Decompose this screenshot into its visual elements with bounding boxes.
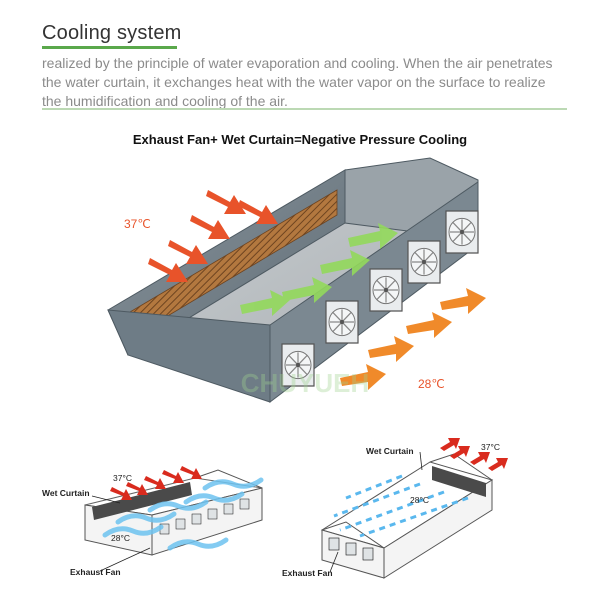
main-greenhouse: CHUYUEH 37℃ 28℃: [107, 157, 486, 404]
left-wet-curtain: [92, 482, 192, 520]
right-label-fan: Exhaust Fan: [282, 568, 333, 578]
cool-air-arrows: [240, 223, 398, 316]
right-greenhouse: Wet Curtain 37°C 28°C Exhaust Fan: [282, 438, 508, 579]
warm-air-arrows: [340, 288, 486, 390]
left-label-fan: Exhaust Fan: [70, 567, 121, 577]
right-temp-in: 37°C: [481, 442, 500, 452]
right-cold-arrows: [333, 474, 469, 538]
title-underline: [42, 46, 177, 49]
main-temp-in: 37℃: [124, 217, 151, 231]
description-text: realized by the principle of water evapo…: [42, 55, 553, 109]
fan-5-icon: [445, 210, 479, 254]
right-hot-arrows: [440, 438, 508, 471]
fan-3-icon: [369, 268, 403, 312]
page-title: Cooling system: [42, 22, 182, 44]
right-wet-curtain: [432, 466, 486, 497]
fan-4-icon: [407, 240, 441, 284]
left-temp-in: 37°C: [113, 473, 132, 483]
left-hot-arrows: [110, 466, 202, 500]
main-temp-out: 28℃: [418, 377, 445, 391]
hot-air-arrows: [148, 190, 278, 282]
fan-2-icon: [325, 300, 359, 344]
watermark-text: CHUYUEH: [241, 368, 370, 398]
main-diagram-heading: Exhaust Fan+ Wet Curtain=Negative Pressu…: [132, 132, 468, 147]
divider: [42, 108, 567, 110]
right-temp-out: 28°C: [410, 495, 429, 505]
right-label-curtain: Wet Curtain: [366, 446, 414, 456]
left-cold-arrows: [102, 477, 264, 551]
left-greenhouse: 37°C 28°C Wet Curtain Exhaust Fan: [42, 466, 264, 577]
left-temp-out: 28°C: [111, 533, 130, 543]
left-label-curtain: Wet Curtain: [42, 488, 90, 498]
